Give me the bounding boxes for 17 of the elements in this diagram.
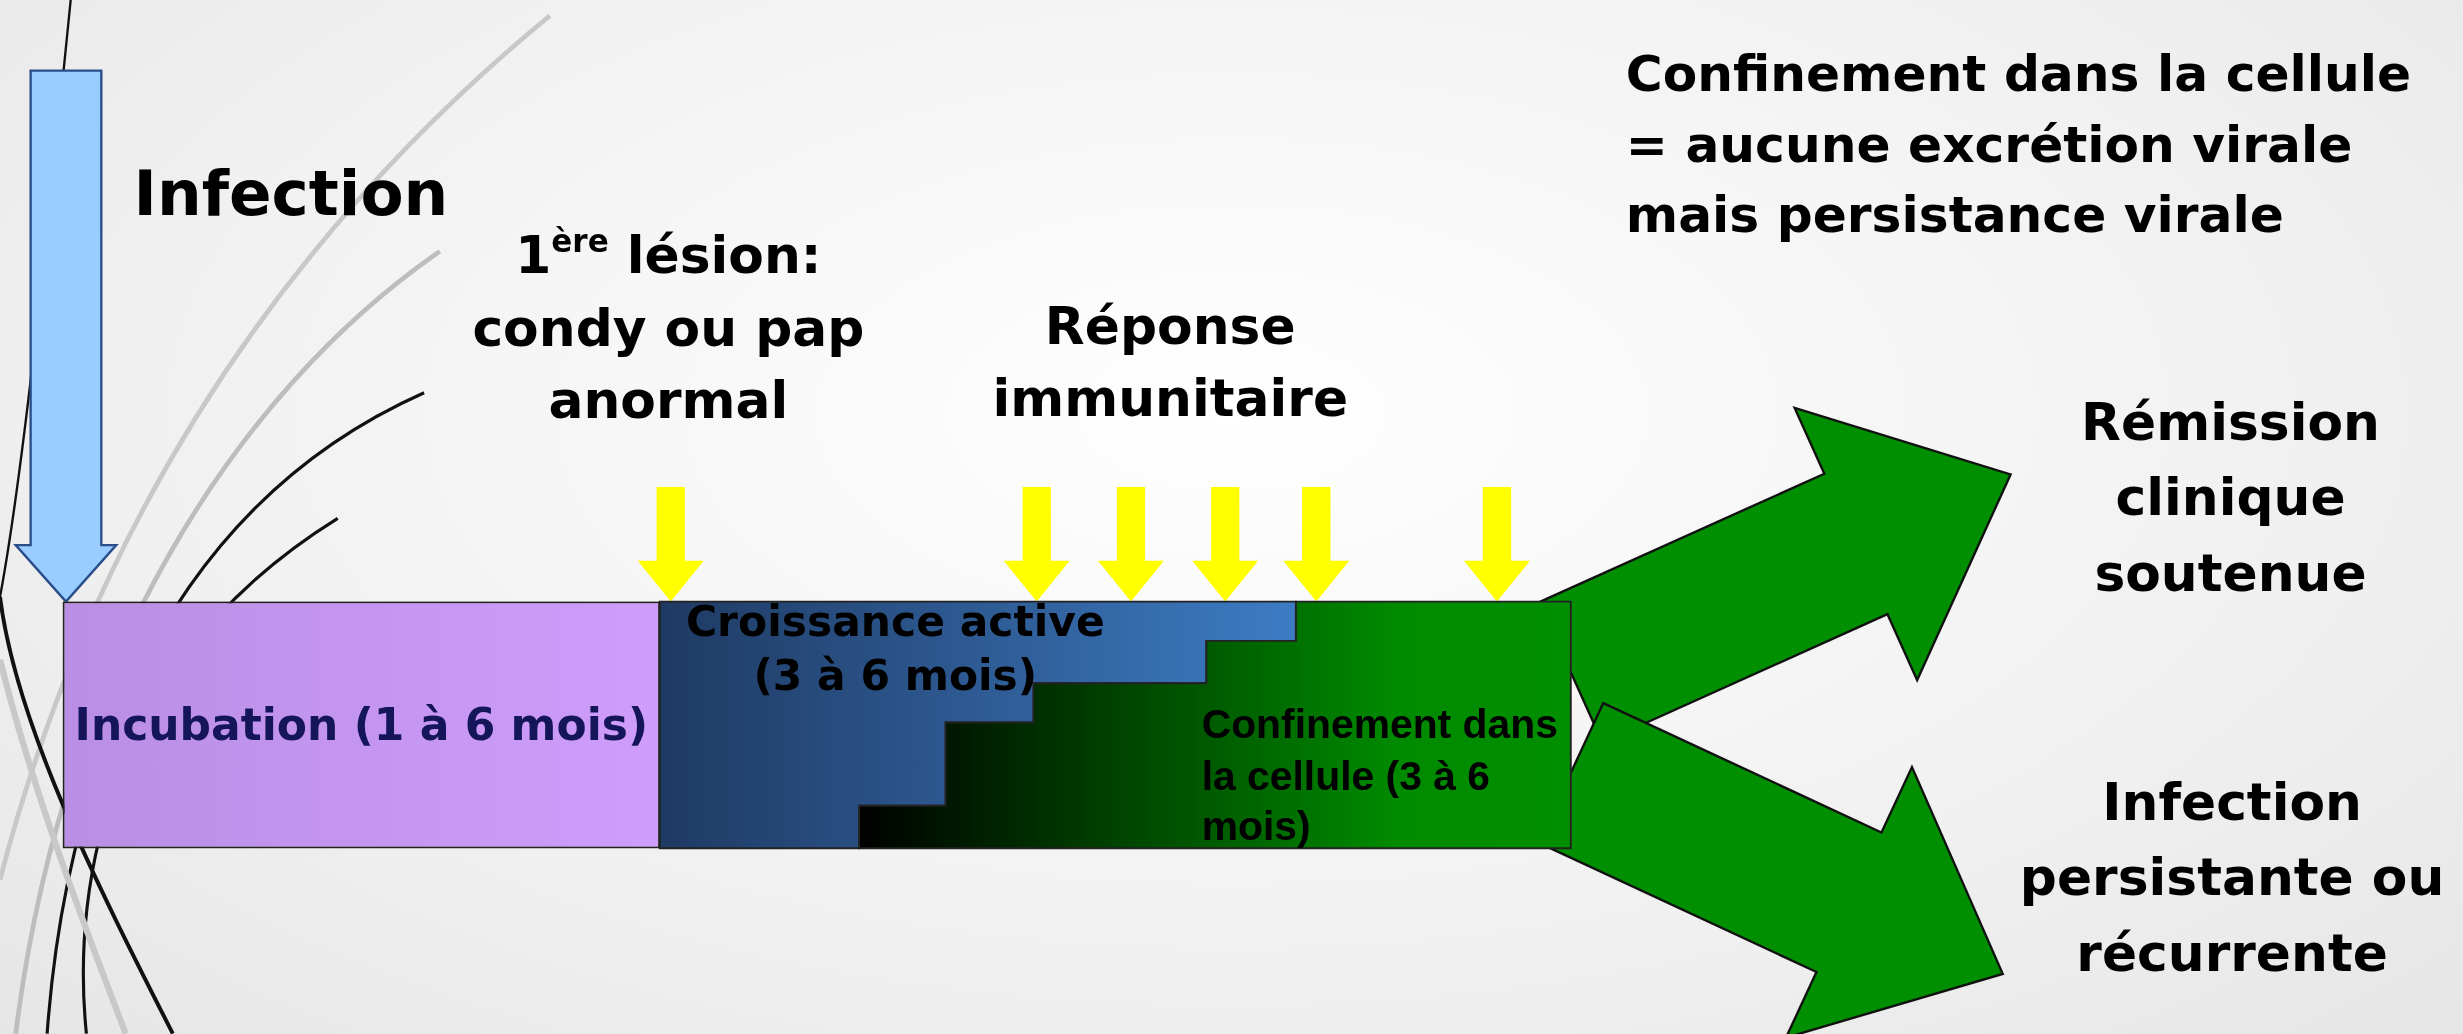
block-arrow	[13, 69, 119, 604]
outcome-label: Rémission clinique soutenue	[2010, 384, 2451, 613]
block-arrow	[637, 486, 704, 602]
annotation-text: Réponse immunitaire	[991, 294, 1350, 432]
block-arrow	[1464, 486, 1530, 602]
block-arrow	[1283, 486, 1350, 602]
annotation-text: Infection	[133, 156, 450, 232]
block-arrow	[1192, 486, 1259, 602]
stage-label: Incubation (1 à 6 mois)	[74, 698, 648, 753]
stage-label: Croissance active (3 à 6 mois)	[685, 595, 1106, 701]
block-arrow	[1098, 486, 1164, 602]
annotation-text: 1$^{ère}$ lésion: condy ou pap anormal	[471, 222, 866, 433]
outcome-label: Infection persistante ou récurrente	[2002, 765, 2462, 993]
stage-label: Confinement dans la cellule (3 à 6 mois)	[1201, 699, 1559, 852]
timeline-bar-segment	[62, 601, 660, 849]
annotation-text: Confinement dans la cellule = aucune excrétion virale mais persistance virale	[1625, 43, 2413, 247]
block-arrow	[1003, 486, 1070, 602]
